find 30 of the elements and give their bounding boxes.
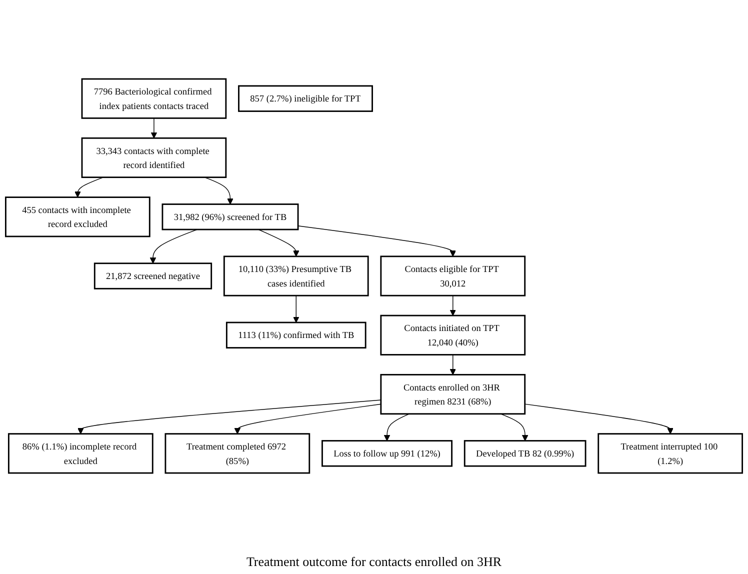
node-box: Contacts enrolled on 3HR regimen 8231 (68%) <box>380 374 526 415</box>
node-box: 21,872 screened negative <box>94 262 212 290</box>
node-box: 455 contacts with incomplete record excluded <box>4 196 150 238</box>
arrow <box>500 414 528 442</box>
arrow <box>74 176 104 198</box>
node-box: Developed TB 82 (0.99%) <box>464 440 586 467</box>
arrow <box>450 354 456 375</box>
node-box: Treatment interrupted 100 (1.2%) <box>598 433 744 474</box>
node-box: 1113 (11%) confirmed with TB <box>226 322 366 348</box>
node-box: Treatment completed 6972 (85%) <box>164 433 310 474</box>
note-text: Treatment outcome for contacts enrolled on 3HR <box>246 554 502 569</box>
node-box: 33,343 contacts with complete record identified <box>81 137 227 178</box>
arrow <box>150 118 158 138</box>
arrow <box>258 229 300 257</box>
arrow <box>78 400 382 434</box>
node-box: Contacts initiated on TPT 12,040 (40%) <box>380 314 526 356</box>
node-box: Contacts eligible for TPT 30,012 <box>380 256 526 296</box>
arrow <box>204 176 234 204</box>
arrow <box>298 226 456 257</box>
node-box: 857 (2.7%) ineligible for TPT <box>238 85 373 112</box>
arrow <box>384 414 410 442</box>
arrow <box>524 404 674 434</box>
node-box: 31,982 (96%) screened for TB <box>162 204 299 230</box>
node-box: Loss to follow up 991 (12%) <box>322 440 453 467</box>
node-box: 7796 Bacteriological confirmed index patients contacts traced <box>81 78 227 119</box>
node-box: 86% (1.1%) incomplete record excluded <box>8 433 154 474</box>
arrow <box>293 295 300 323</box>
arrow <box>234 404 382 434</box>
arrow <box>450 295 456 316</box>
node-box: 10,110 (33%) Presumptive TB cases identified <box>223 256 369 296</box>
